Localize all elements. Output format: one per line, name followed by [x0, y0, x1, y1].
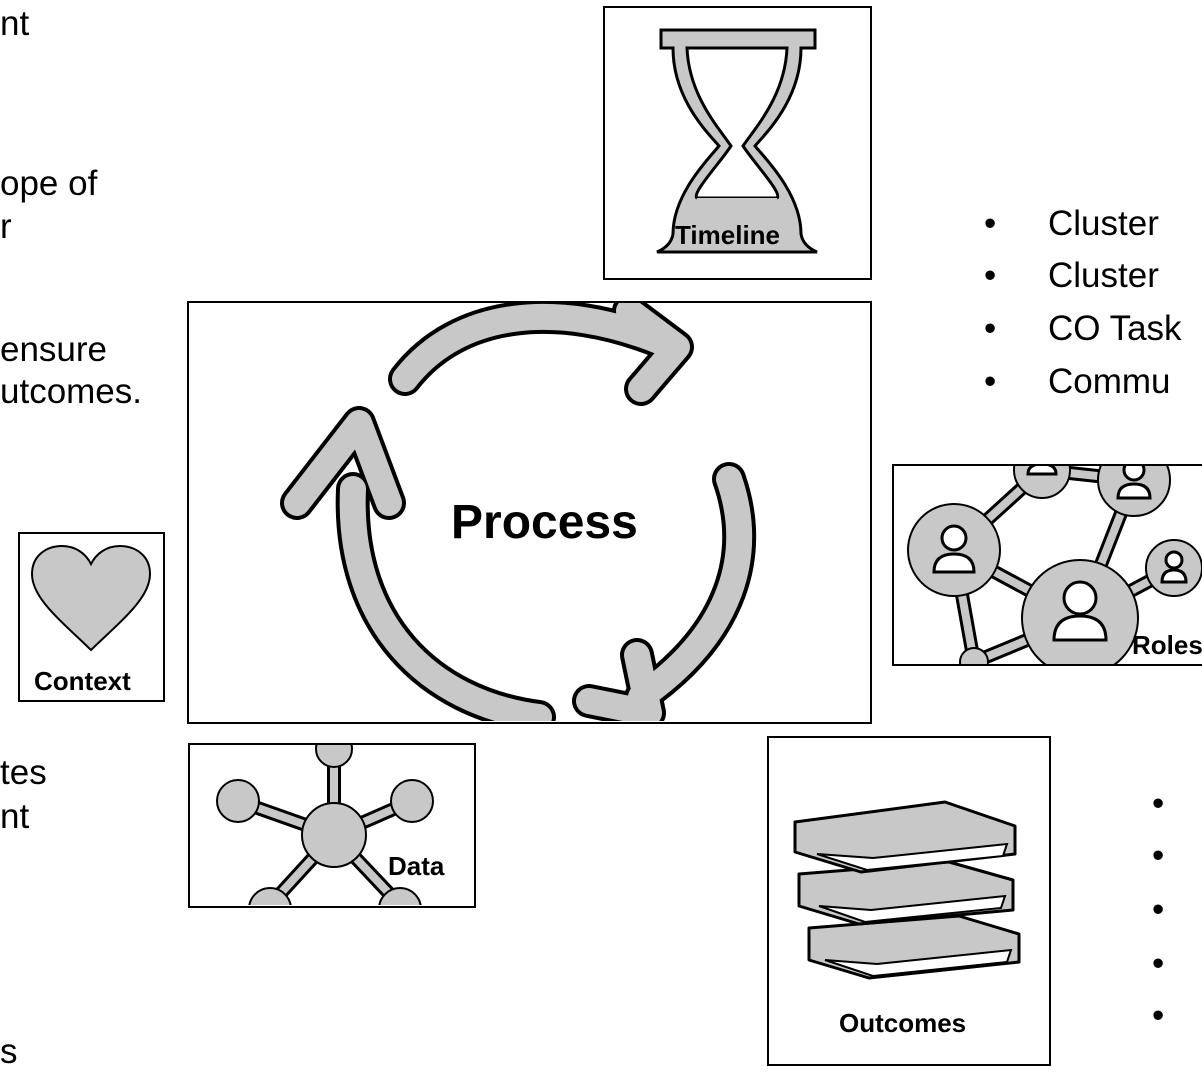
list-item: •	[1152, 994, 1164, 1037]
bullet-icon: •	[1152, 836, 1165, 875]
list-item: • Commu	[984, 360, 1171, 403]
list-item-text: Cluster	[1048, 256, 1159, 295]
books-stack-icon	[793, 800, 1021, 980]
left-text-fragment: ope of	[0, 164, 98, 203]
left-text-fragment: nt	[0, 797, 30, 836]
bullet-icon: •	[984, 362, 997, 401]
bullet-icon: •	[1152, 890, 1165, 929]
left-text-fragment: r	[0, 207, 12, 246]
left-text-fragment: ensure	[0, 330, 108, 369]
list-item: • Cluster	[984, 202, 1159, 245]
heart-icon	[30, 544, 152, 652]
context-card: Context	[18, 532, 165, 702]
list-item: •	[1152, 834, 1164, 877]
left-text-fragment: tes	[0, 753, 47, 792]
process-label: Process	[451, 496, 638, 549]
network-node-icon	[216, 745, 434, 905]
list-item: •	[1152, 942, 1164, 985]
bullet-icon: •	[1152, 996, 1165, 1035]
data-card: Data	[188, 743, 476, 908]
outcomes-label: Outcomes	[839, 1008, 967, 1038]
list-item-text: Cluster	[1048, 204, 1159, 243]
bullet-icon: •	[1152, 784, 1165, 823]
timeline-label: Timeline	[675, 220, 781, 250]
bullet-icon: •	[1152, 944, 1165, 983]
list-item-text: Commu	[1048, 362, 1171, 401]
timeline-card: Timeline	[603, 6, 872, 280]
process-card: Process	[187, 301, 872, 724]
list-item: •	[1152, 782, 1164, 825]
outcomes-card: Outcomes	[767, 736, 1051, 1066]
hourglass-icon	[656, 28, 818, 254]
bullet-icon: •	[984, 309, 997, 348]
list-item-text: CO Task	[1048, 309, 1182, 348]
list-item: • CO Task	[984, 307, 1182, 350]
left-text-fragment: nt	[0, 4, 30, 43]
cycle-arrows-icon	[280, 303, 757, 721]
list-item: • Cluster	[984, 254, 1159, 297]
bullet-icon: •	[984, 204, 997, 243]
list-item: •	[1152, 888, 1164, 931]
people-network-icon	[907, 466, 1202, 664]
data-label: Data	[388, 851, 445, 881]
context-label: Context	[34, 666, 131, 696]
roles-card: Roles	[892, 464, 1202, 666]
bullet-icon: •	[984, 256, 997, 295]
roles-label: Roles	[1132, 630, 1202, 660]
left-text-fragment: utcomes.	[0, 372, 142, 411]
